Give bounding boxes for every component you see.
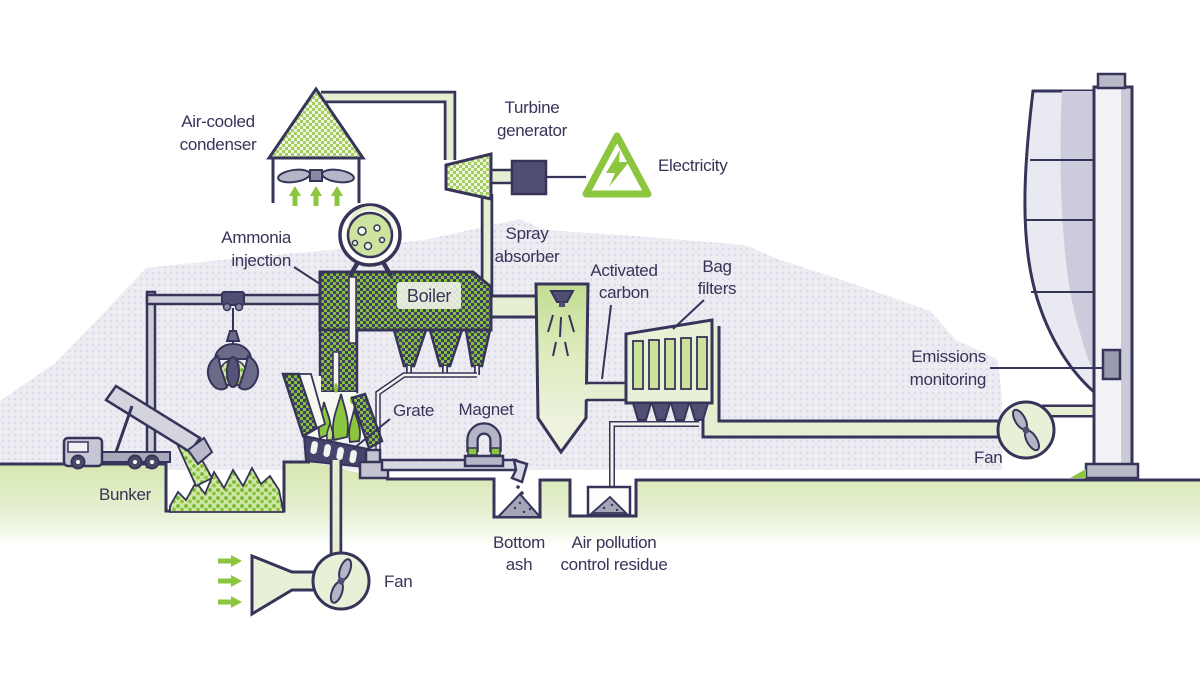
label-text: filters xyxy=(698,279,737,298)
label-emissions-monitoring: Emissions monitoring xyxy=(910,347,1102,389)
label-text: carbon xyxy=(599,283,649,302)
label-air-cooled-condenser: Air-cooled condenser xyxy=(180,112,258,154)
fan-propeller-icon xyxy=(1012,408,1040,452)
steam-drum xyxy=(338,203,402,278)
label-bunker: Bunker xyxy=(99,485,152,504)
background-building-silhouette xyxy=(0,219,1002,470)
label-text: injection xyxy=(231,251,291,270)
spray-nozzle-icon xyxy=(549,290,575,303)
magnet-icon xyxy=(463,422,505,468)
stack-base xyxy=(1084,462,1140,480)
turbine-shaft xyxy=(489,168,514,185)
crane-trolley xyxy=(221,291,245,306)
filter-bag xyxy=(632,340,644,390)
stack xyxy=(1023,72,1140,480)
label-text: ash xyxy=(506,555,533,574)
label-turbine-generator: Turbine generator xyxy=(497,98,568,140)
feed-chute xyxy=(297,373,327,430)
tailgate xyxy=(186,436,214,466)
label-bag-filters: Bag filters xyxy=(672,257,737,330)
boiler-hopper xyxy=(464,328,492,368)
waste-crane xyxy=(145,290,325,469)
filter-bag xyxy=(664,338,676,390)
boiler-outlet-duct xyxy=(487,294,537,319)
label-text: Air pollution xyxy=(572,533,657,552)
stack-cap xyxy=(1096,72,1127,90)
label-fan-right: Fan xyxy=(974,448,1002,467)
fan-propeller-icon xyxy=(329,558,353,604)
label-text: Bag xyxy=(702,257,731,276)
condenser-fan-icon xyxy=(277,168,355,184)
generator xyxy=(510,159,548,196)
label-apc-residue: Air pollution control residue xyxy=(560,533,667,574)
apc-residue-box xyxy=(586,485,632,517)
label-ammonia-injection: Ammonia injection xyxy=(221,228,321,285)
label-text: condenser xyxy=(180,135,257,154)
filter-bag xyxy=(696,336,708,390)
label-grate: Grate xyxy=(352,401,434,450)
label-spray-absorber: Spray absorber xyxy=(495,224,561,266)
tipped-trailer xyxy=(104,384,202,454)
spray-absorber xyxy=(534,282,590,455)
bottom-ash-pile xyxy=(495,492,543,518)
label-boiler: Boiler xyxy=(397,282,461,309)
crane-grab-icon xyxy=(206,330,260,391)
label-text: Boiler xyxy=(407,286,452,306)
label-text: Bottom xyxy=(493,533,545,552)
label-text: Emissions xyxy=(911,347,986,366)
label-fan-bottom: Fan xyxy=(384,572,412,591)
dump-truck xyxy=(62,384,214,470)
label-text: Ammonia xyxy=(221,228,292,247)
air-flow-up-arrows-icon xyxy=(289,186,343,206)
boiler-hopper xyxy=(428,328,464,368)
label-text: Air-cooled xyxy=(181,112,255,131)
label-text: absorber xyxy=(495,247,560,266)
emissions-monitoring-box xyxy=(1101,348,1122,381)
electricity-sign-icon xyxy=(582,132,652,198)
air-cooled-condenser xyxy=(266,86,366,206)
turbine xyxy=(444,152,493,201)
spray-lines xyxy=(547,314,575,357)
ash-conveyor xyxy=(380,458,529,501)
label-text: Turbine xyxy=(505,98,560,117)
air-intake-funnel xyxy=(250,553,318,617)
label-text: Activated xyxy=(590,261,657,280)
furnace xyxy=(281,372,390,480)
induced-draft-fan xyxy=(996,400,1056,460)
label-text: Grate xyxy=(393,401,434,420)
labels: Air-cooled condenser Turbine generator E… xyxy=(99,98,1102,591)
filter-bag xyxy=(648,339,660,390)
boiler-hopper xyxy=(392,328,428,368)
bag-filters xyxy=(609,318,714,487)
label-text: Spray xyxy=(506,224,550,243)
label-text: generator xyxy=(497,121,568,140)
label-text: control residue xyxy=(560,555,667,574)
primary-air-system xyxy=(218,460,371,617)
label-activated-carbon: Activated carbon xyxy=(590,261,658,380)
lightning-bolt-icon xyxy=(606,150,629,187)
filter-bag xyxy=(680,337,692,390)
activated-carbon-duct xyxy=(584,381,628,402)
label-magnet: Magnet xyxy=(459,400,514,419)
label-electricity: Electricity xyxy=(658,156,728,175)
label-text: monitoring xyxy=(910,370,986,389)
air-flow-right-arrows-icon xyxy=(218,555,242,608)
label-bottom-ash: Bottom ash xyxy=(493,533,545,574)
